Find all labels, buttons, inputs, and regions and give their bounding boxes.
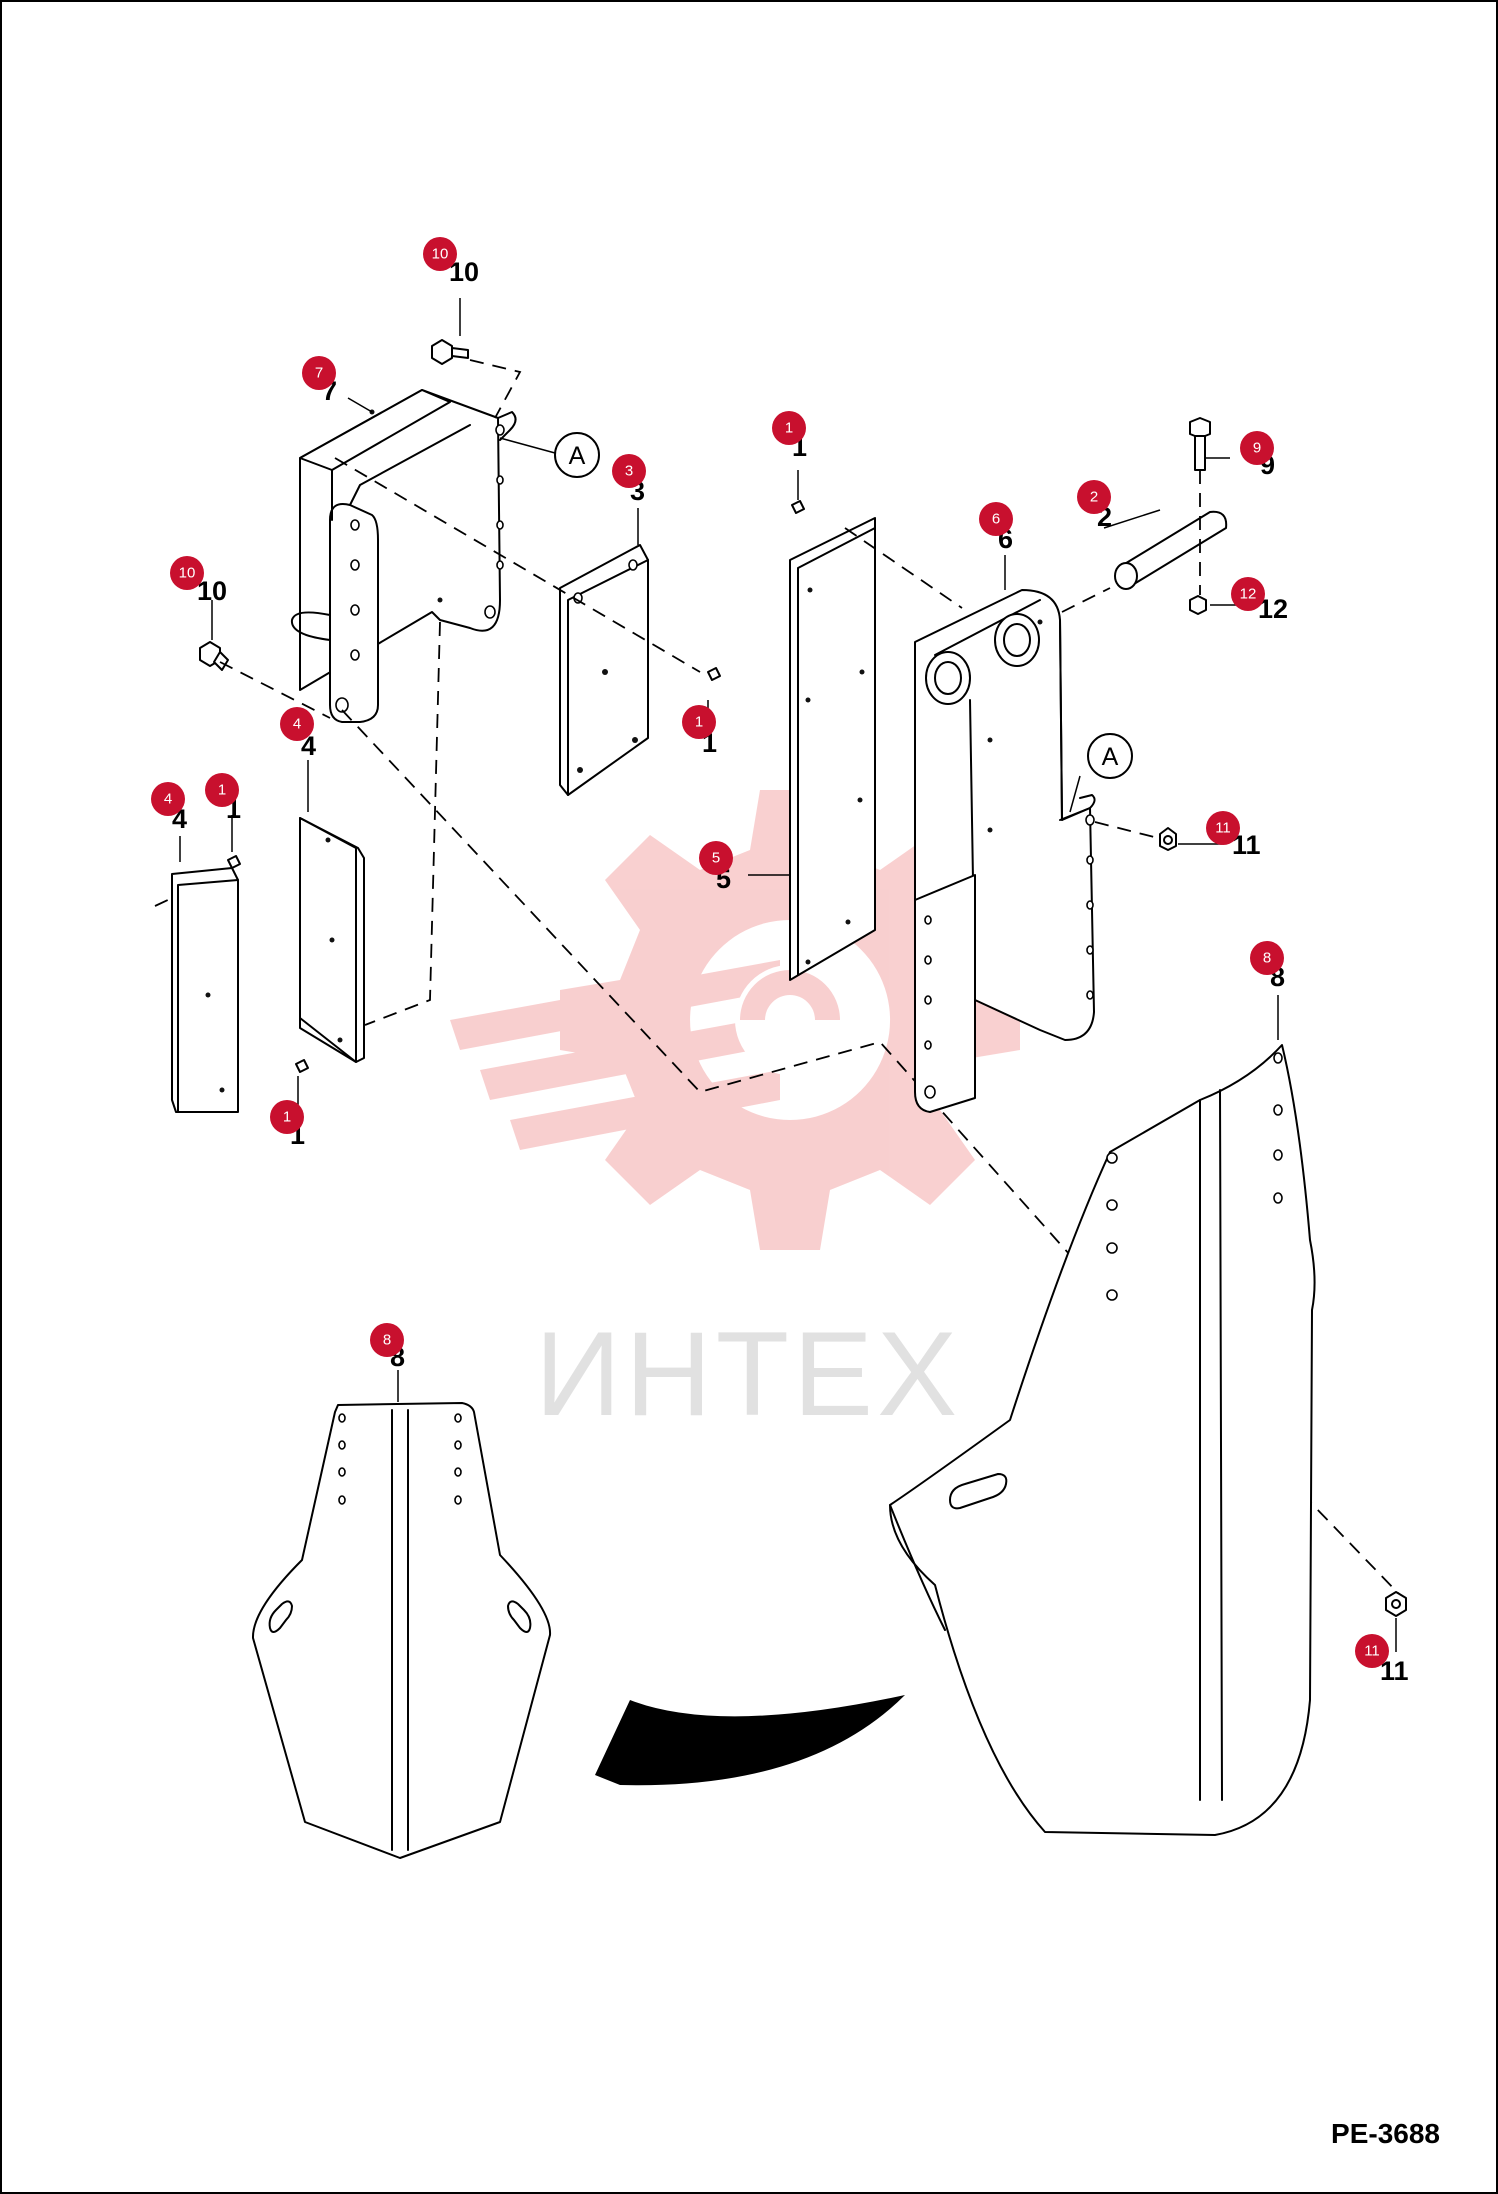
callout-badge-9: 9 (1240, 431, 1274, 465)
bracket-left (290, 389, 517, 723)
assembly-line-left-5 (341, 709, 1071, 1256)
assembly-line-right-1 (844, 527, 963, 609)
svg-text:4: 4 (293, 716, 301, 733)
callout-badge-3: 3 (612, 454, 646, 488)
callout-badge-1: 1 (205, 773, 239, 807)
svg-text:A: A (569, 442, 586, 470)
callout-badges: 10 7 3 10 1 4 4 1 1 1 6 2 9 12 11 5 8 8 … (151, 237, 1389, 1668)
assembly-line-left-4 (364, 621, 441, 1026)
screw-1-top-plate5 (791, 500, 805, 514)
plate-4-left (171, 855, 241, 1113)
plate-5 (789, 517, 876, 981)
svg-text:6: 6 (992, 511, 1000, 528)
document-code: PE-3688 (1331, 2118, 1440, 2149)
watermark-logo: ИНТЕХ (450, 790, 1020, 1441)
svg-text:8: 8 (383, 1332, 391, 1349)
callout-number-10: 10 (197, 576, 227, 606)
callout-badge-1: 1 (270, 1100, 304, 1134)
assembly-line-left-1 (469, 359, 522, 419)
svg-text:1: 1 (695, 714, 703, 731)
callout-badge-10: 10 (423, 237, 457, 271)
assembly-line-left-2 (334, 457, 701, 673)
nut-11-lower (1385, 1591, 1407, 1617)
bolt-10-left (199, 641, 229, 671)
callout-badge-8: 8 (1250, 941, 1284, 975)
svg-text:8: 8 (1263, 950, 1271, 967)
svg-text:11: 11 (1215, 820, 1231, 837)
callout-badge-2: 2 (1077, 480, 1111, 514)
nut-11-upper (1159, 827, 1177, 851)
bolt-9 (1189, 417, 1211, 471)
svg-text:1: 1 (283, 1109, 291, 1126)
svg-text:9: 9 (1253, 440, 1261, 457)
watermark-text: ИНТЕХ (535, 1307, 961, 1441)
callout-badge-8: 8 (370, 1323, 404, 1357)
callout-badge-7: 7 (302, 356, 336, 390)
svg-text:4: 4 (164, 791, 172, 808)
pin-2 (1114, 510, 1228, 590)
svg-text:1: 1 (218, 782, 226, 799)
fender-8-side-view (889, 1044, 1316, 1836)
svg-text:10: 10 (432, 246, 449, 263)
view-rotation-arrow (595, 1695, 905, 1786)
svg-text:12: 12 (1240, 586, 1257, 603)
plate-4-middle (295, 817, 365, 1073)
svg-text:A: A (1102, 743, 1119, 771)
screw-1-right-of-plate3 (707, 667, 721, 681)
svg-text:10: 10 (179, 565, 196, 582)
plate-3 (559, 544, 649, 796)
assembly-line-left-6 (154, 897, 173, 907)
callout-badge-4: 4 (280, 707, 314, 741)
callout-badge-11: 11 (1355, 1634, 1389, 1668)
nut-12 (1189, 595, 1207, 615)
callout-badge-1: 1 (682, 705, 716, 739)
reference-marker-a: A (554, 432, 600, 478)
bracket-right (914, 589, 1096, 1113)
callout-badge-11: 11 (1206, 811, 1240, 845)
svg-text:2: 2 (1090, 489, 1098, 506)
svg-text:1: 1 (785, 420, 793, 437)
svg-text:7: 7 (315, 365, 323, 382)
callout-badge-5: 5 (699, 841, 733, 875)
svg-text:3: 3 (625, 463, 633, 480)
callout-badge-12: 12 (1231, 577, 1265, 611)
svg-text:11: 11 (1364, 1643, 1380, 1660)
callout-badge-6: 6 (979, 502, 1013, 536)
callout-badge-4: 4 (151, 782, 185, 816)
reference-marker-a: A (1087, 733, 1133, 779)
bolt-10-top (431, 339, 469, 365)
assembly-line-right-2 (1061, 587, 1111, 613)
callout-badge-1: 1 (772, 411, 806, 445)
assembly-line-left-3 (219, 661, 331, 719)
svg-text:5: 5 (712, 850, 720, 867)
leader-lines (179, 298, 1397, 1652)
fender-8-front-view (251, 1402, 552, 1859)
callout-badge-10: 10 (170, 556, 204, 590)
assembly-line-right-4 (1094, 821, 1159, 839)
